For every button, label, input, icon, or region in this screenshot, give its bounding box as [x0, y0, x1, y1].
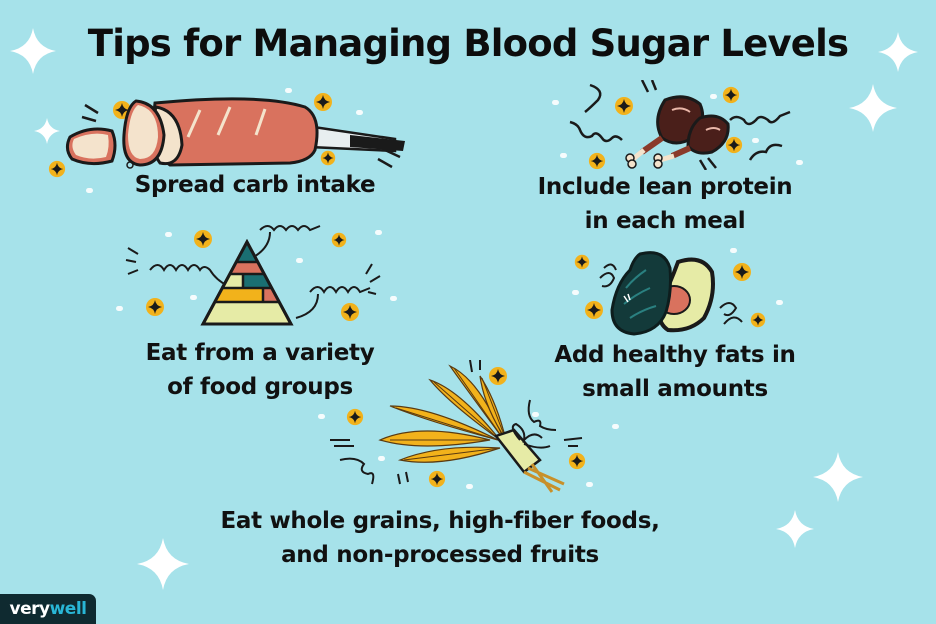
gold-sparkle-icon [725, 136, 743, 154]
page-title: Tips for Managing Blood Sugar Levels [87, 22, 849, 65]
confetti-dot [285, 88, 292, 93]
confetti-dot [466, 484, 473, 489]
sparkle-icon [34, 118, 60, 144]
confetti-dot [116, 306, 123, 311]
confetti-dot [752, 138, 759, 143]
confetti-dot [378, 456, 385, 461]
gold-sparkle-icon [428, 470, 446, 488]
gold-sparkle-icon [146, 298, 164, 316]
tip-line: small amounts [582, 376, 768, 402]
avocado-icon [599, 251, 743, 336]
gold-sparkle-icon [585, 301, 603, 319]
tip-eat-variety: Eat from a variety of food groups [100, 336, 420, 404]
gold-sparkle-icon [615, 97, 633, 115]
tip-line: and non-processed fruits [281, 542, 599, 568]
gold-sparkle-icon [346, 408, 364, 426]
gold-sparkle-icon [331, 232, 347, 248]
gold-sparkle-icon [733, 263, 751, 281]
confetti-dot [532, 412, 539, 417]
sparkle-icon [10, 28, 56, 74]
confetti-dot [165, 232, 172, 237]
confetti-dot [560, 153, 567, 158]
chicken-drumsticks-icon [569, 80, 791, 170]
tip-include-lean-protein: Include lean protein in each meal [510, 170, 820, 238]
sparkle-icon [849, 84, 897, 132]
confetti-dot [710, 94, 717, 99]
confetti-dot [318, 414, 325, 419]
gold-sparkle-icon [750, 312, 766, 328]
tip-line: of food groups [167, 374, 353, 400]
confetti-dot [86, 188, 93, 193]
tip-add-healthy-fats: Add healthy fats in small amounts [510, 338, 840, 406]
tip-line: Add healthy fats in [554, 342, 796, 368]
sparkle-icon [813, 452, 863, 502]
confetti-dot [296, 258, 303, 263]
gold-sparkle-icon [722, 86, 740, 104]
confetti-dot [356, 110, 363, 115]
gold-sparkle-icon [194, 230, 212, 248]
confetti-dot [612, 424, 619, 429]
confetti-dot [776, 300, 783, 305]
logo-part-very: very [9, 599, 51, 619]
gold-sparkle-icon [568, 452, 586, 470]
sparkle-icon [878, 32, 918, 72]
tip-eat-whole-grains: Eat whole grains, high-fiber foods, and … [160, 504, 720, 572]
gold-sparkle-icon [574, 254, 590, 270]
sparkle-icon [137, 538, 189, 590]
bread-loaf-knife-icon [65, 97, 405, 169]
confetti-dot [572, 290, 579, 295]
tip-line: Eat whole grains, high-fiber foods, [220, 508, 660, 534]
confetti-dot [390, 296, 397, 301]
confetti-dot [190, 295, 197, 300]
confetti-dot [796, 160, 803, 165]
confetti-dot [730, 248, 737, 253]
gold-sparkle-icon [341, 303, 359, 321]
wheat-bundle-icon [330, 360, 583, 493]
confetti-dot [586, 482, 593, 487]
gold-sparkle-icon [320, 150, 336, 166]
gold-sparkle-icon [48, 160, 66, 178]
gold-sparkle-icon [588, 152, 606, 170]
tip-spread-carb-intake: Spread carb intake [100, 168, 410, 202]
confetti-dot [552, 100, 559, 105]
tip-line: Spread carb intake [134, 172, 376, 198]
tip-line: in each meal [584, 208, 746, 234]
confetti-dot [375, 230, 382, 235]
gold-sparkle-icon [314, 93, 332, 111]
tip-line: Include lean protein [537, 174, 793, 200]
food-pyramid-icon [125, 225, 381, 326]
tip-line: Eat from a variety [145, 340, 375, 366]
logo-part-well: well [49, 599, 87, 619]
gold-sparkle-icon [489, 367, 507, 385]
sparkle-icon [776, 510, 814, 548]
